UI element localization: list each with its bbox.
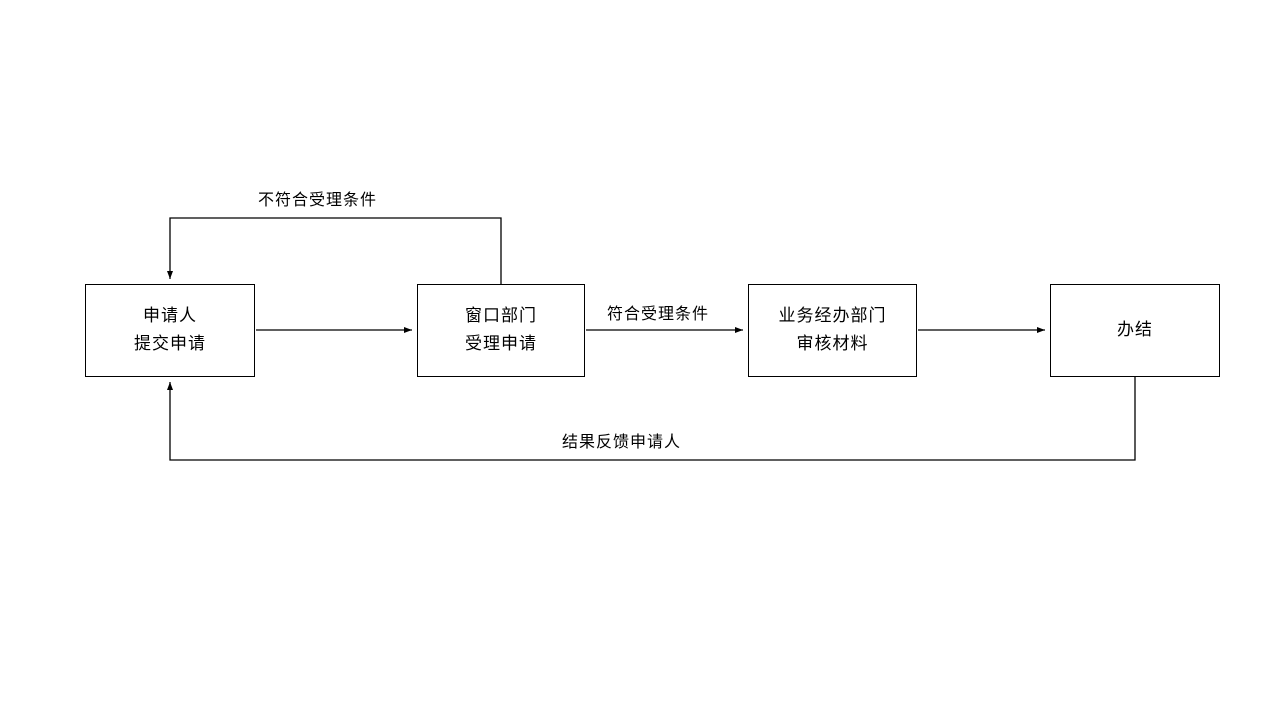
- edge-window-to-applicant-reject: [167, 217, 502, 284]
- edge-label-feedback: 结果反馈申请人: [562, 428, 682, 452]
- node-window-accept: 窗口部门 受理申请: [417, 284, 585, 377]
- node-applicant-submit: 申请人 提交申请: [85, 284, 255, 377]
- edge-complete-to-applicant-feedback: [167, 377, 1136, 461]
- node-complete: 办结: [1050, 284, 1220, 377]
- edge-label-reject: 不符合受理条件: [258, 186, 378, 210]
- edge-label-accept: 符合受理条件: [607, 300, 710, 324]
- node-business-review: 业务经办部门 审核材料: [748, 284, 917, 377]
